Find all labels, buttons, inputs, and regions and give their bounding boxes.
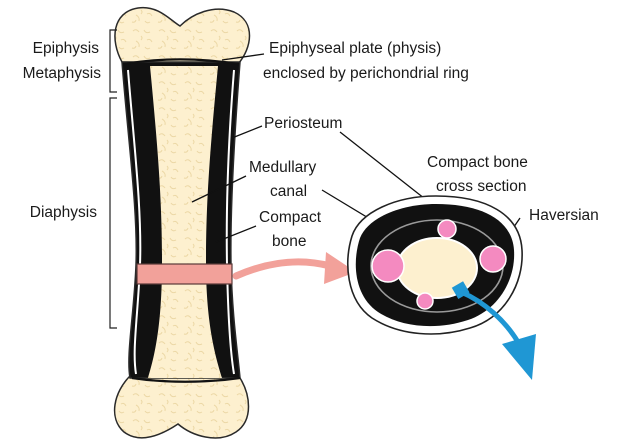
label-epiphyseal-plate-line2: enclosed by perichondrial ring	[263, 65, 469, 82]
label-medullary-line2: canal	[270, 183, 307, 200]
section-arrow	[232, 258, 334, 280]
leader-periosteum-section	[339, 131, 435, 207]
proximal-epiphysis	[114, 6, 251, 65]
long-bone	[113, 6, 251, 439]
blue-arrow-head	[502, 334, 536, 380]
distal-epiphysis	[113, 375, 250, 439]
medullary-canal	[148, 66, 222, 378]
haversian-canal-right	[479, 245, 507, 273]
periosteum-outline	[127, 69, 142, 375]
label-epiphyseal-plate-line1: Epiphyseal plate (physis)	[269, 40, 441, 57]
label-periosteum: Periosteum	[264, 115, 342, 132]
blue-arrow-shaft	[458, 289, 521, 345]
epiphysis-metaphysis-bracket	[109, 29, 117, 93]
section-cut-band	[136, 263, 233, 285]
label-medullary-line1: Medullary	[249, 159, 316, 176]
leader-epiphyseal-plate	[221, 53, 265, 61]
periosteum-outline-right	[225, 69, 235, 375]
haversian-canal-left	[371, 249, 405, 283]
label-compact-line1: Compact	[259, 209, 322, 226]
leader-medullary	[191, 175, 247, 203]
haversian-canal-bottom	[416, 292, 434, 310]
label-cross-section-line1: Compact bone	[427, 154, 528, 171]
section-arrow-head	[324, 252, 356, 284]
proximal-epiphyseal-plate	[123, 58, 239, 66]
label-compact-line2: bone	[272, 233, 306, 250]
label-cross-section-line2: cross section	[436, 178, 526, 195]
haversian-canal-top	[437, 219, 457, 239]
leader-compact	[215, 225, 257, 243]
label-metaphysis: Metaphysis	[23, 65, 102, 82]
leader-periosteum	[231, 125, 263, 139]
label-diaphysis: Diaphysis	[30, 204, 97, 221]
label-haversian: Haversian	[529, 207, 599, 224]
label-epiphysis: Epiphysis	[33, 40, 100, 57]
distal-epiphyseal-plate	[131, 376, 241, 383]
diaphysis-bracket	[109, 97, 117, 329]
